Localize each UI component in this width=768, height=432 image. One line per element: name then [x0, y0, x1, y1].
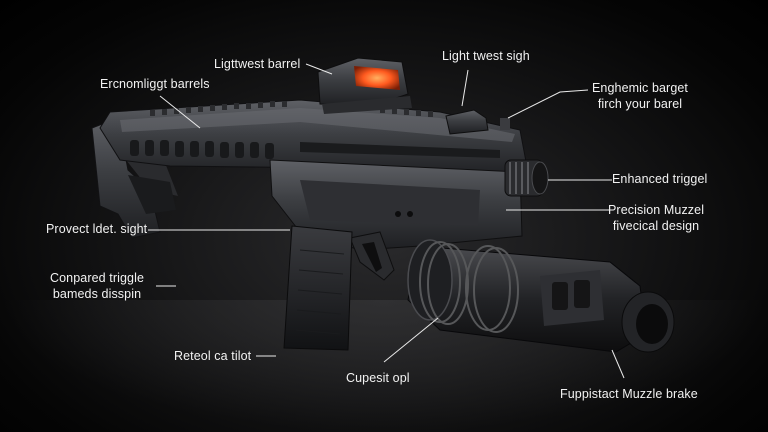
rifle-magazine: [283, 225, 353, 351]
callout-retool-tilt: Reteol ca tilot: [174, 349, 252, 363]
callout-light-sight: Light twest sigh: [442, 49, 530, 63]
callout-engineered-target-line1: Enghemic barget: [592, 81, 689, 95]
callout-precision-muzzle-line2: fivecical design: [612, 219, 700, 233]
barrel-end: [504, 159, 549, 197]
red-dot-optic: [317, 57, 412, 114]
callout-protect-sight: Provect ldet. sight: [46, 222, 148, 236]
callout-enhanced-trigger: Enhanced triggel: [612, 172, 708, 186]
muzzle-brake: [407, 239, 675, 353]
callout-precision-muzzle: Precision Muzzel fivecical design: [608, 202, 704, 234]
callout-compared-trigger-line1: Conpared triggle: [50, 271, 145, 285]
callout-ergonomic-barrels: Ercnomliggt barrels: [100, 77, 210, 91]
callout-leaders: [148, 63, 625, 379]
rear-sight: [445, 109, 510, 135]
rifle-handguard: [99, 99, 529, 179]
callout-engineered-target-line2: firch your barel: [597, 97, 683, 111]
callout-muzzle-brake: Fuppistact Muzzle brake: [560, 387, 698, 401]
callout-compared-trigger: Conpared triggle bameds disspin: [50, 270, 144, 302]
callout-precision-muzzle-line1: Precision Muzzel: [608, 203, 705, 217]
callout-compared-trigger-line2: bameds disspin: [52, 287, 142, 301]
callout-cupesit-opl: Cupesit opl: [346, 371, 410, 385]
callout-engineered-target: Enghemic barget firch your barel: [592, 80, 688, 112]
callout-lightweight-barrel: Ligttwest barrel: [214, 57, 301, 71]
rifle-receiver: [269, 159, 523, 281]
